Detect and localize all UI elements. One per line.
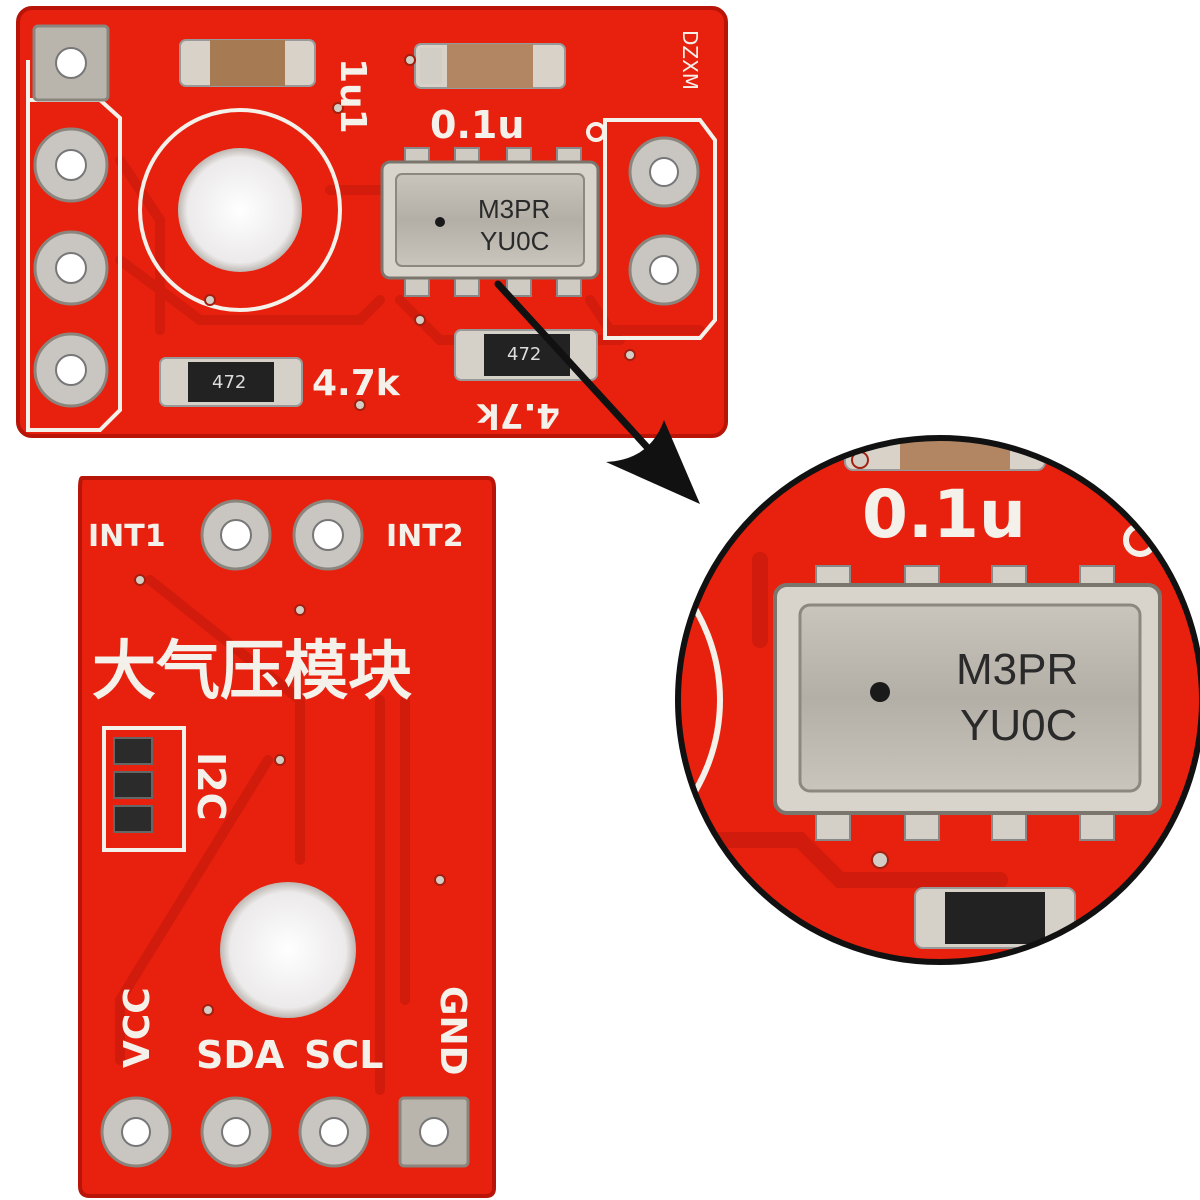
- zoom-view: [675, 435, 1200, 965]
- zoom-chip-line-2: YU0C: [960, 701, 1078, 750]
- arrow: [494, 280, 700, 504]
- label-gnd: GND: [432, 986, 473, 1076]
- top-label-4-7k-2: 4.7k: [477, 395, 560, 435]
- label-title-cn: 大气压模块: [92, 635, 412, 709]
- bottom-pin-header: [100, 1096, 470, 1168]
- label-sda: SDA: [196, 1033, 285, 1077]
- top-chip-line-2: YU0C: [480, 226, 550, 256]
- top-mounting-hole: [178, 148, 302, 272]
- top-board: [16, 6, 728, 438]
- top-res-code-2: 472: [507, 344, 542, 365]
- top-chip-line-1: M3PR: [478, 194, 551, 224]
- bottom-mounting-hole: [220, 882, 356, 1018]
- label-scl: SCL: [304, 1033, 384, 1077]
- i2c-jumper: [102, 726, 186, 852]
- top-res-code-1: 472: [212, 372, 247, 393]
- top-resistor-2: [454, 329, 598, 381]
- bottom-board: [78, 476, 496, 1198]
- zoom-chip-line-1: M3PR: [956, 645, 1079, 694]
- label-i2c: I2C: [189, 752, 233, 821]
- label-int1: INT1: [88, 519, 166, 554]
- top-capacitor-0-1u: [414, 43, 566, 89]
- top-left-pin-header: [32, 24, 110, 408]
- top-capacitor-1u: [179, 39, 316, 87]
- top-edge-mark: DZXM: [678, 30, 702, 91]
- label-int2: INT2: [386, 519, 464, 554]
- top-label-0-1u: 0.1u: [430, 103, 525, 147]
- bottom-int-pads: [200, 499, 364, 571]
- top-resistor-1: [159, 357, 303, 407]
- top-label-1u1: 1u1: [332, 58, 373, 134]
- top-label-4-7k-1: 4.7k: [312, 363, 400, 404]
- top-right-pin-header: [628, 136, 700, 306]
- label-vcc: VCC: [117, 987, 158, 1068]
- zoom-label-0-1u: 0.1u: [862, 476, 1026, 553]
- top-sensor-chip: [380, 147, 600, 297]
